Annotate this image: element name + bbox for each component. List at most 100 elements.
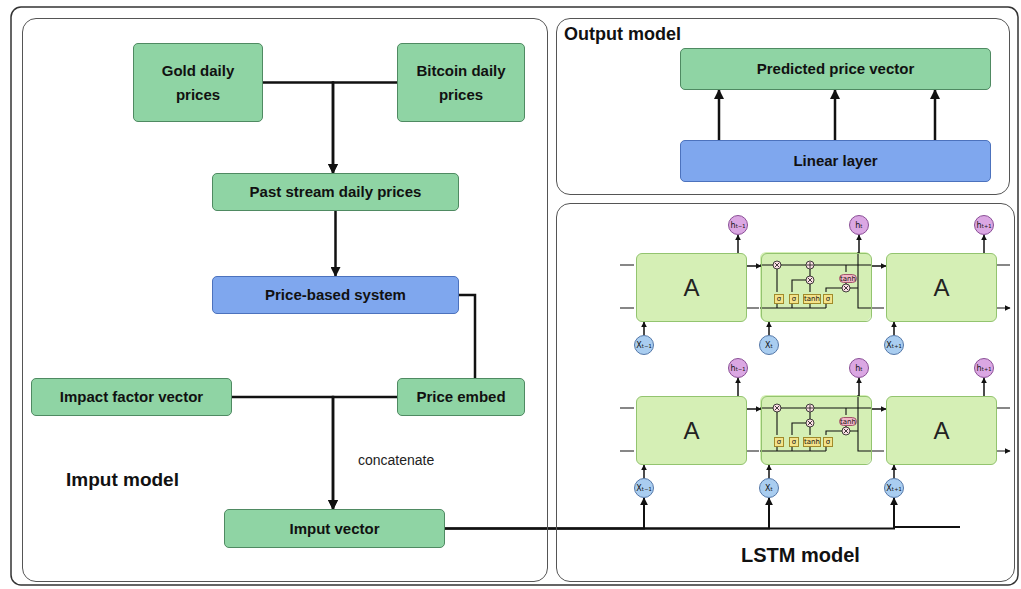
box-label: Imput vector bbox=[289, 517, 379, 540]
connector-arrow bbox=[934, 90, 937, 140]
connector-arrow bbox=[459, 295, 475, 378]
vector-label: Xₜ bbox=[765, 341, 773, 350]
outer-frame bbox=[11, 7, 1018, 585]
input-circle: Xₜ₋₁ bbox=[634, 478, 654, 498]
input-circle: Xₜ₊₁ bbox=[884, 478, 904, 498]
box-label: Price embed bbox=[416, 385, 505, 408]
vector-label: hₜ₋₁ bbox=[731, 221, 746, 230]
gate-layer: tanh bbox=[803, 437, 821, 447]
connector-arrow bbox=[983, 378, 985, 396]
connector-arrow bbox=[983, 235, 985, 253]
bus-line bbox=[893, 526, 960, 528]
vector-label: hₜ₊₁ bbox=[977, 364, 992, 373]
connector-arrow bbox=[893, 322, 895, 335]
lstm-cell-internals bbox=[760, 395, 871, 464]
connector-arrow bbox=[718, 90, 721, 140]
box-label: Price-based system bbox=[265, 283, 406, 306]
connector-arrow bbox=[768, 465, 770, 478]
connector-arrow bbox=[858, 235, 860, 253]
input-circle: Xₜ bbox=[759, 478, 779, 498]
lstm-cell: A bbox=[886, 396, 997, 465]
process-box: Impact factor vector bbox=[31, 378, 232, 416]
gate-layer: σ bbox=[774, 294, 784, 304]
connector-arrow bbox=[263, 83, 333, 174]
hidden-state-circle: hₜ₋₁ bbox=[728, 358, 748, 378]
gate-layer: σ bbox=[823, 437, 833, 447]
lstm-cell: A bbox=[636, 396, 747, 465]
panel-title: LSTM model bbox=[741, 544, 860, 567]
process-box: Past stream daily prices bbox=[212, 173, 459, 211]
hidden-state-circle: hₜ₊₁ bbox=[974, 358, 994, 378]
model-panel: LSTM modelhₜ₋₁hₜhₜ₊₁AσσtanhσtanhAXₜ₋₁XₜX… bbox=[556, 203, 1015, 582]
panel-title: Imput model bbox=[66, 469, 179, 491]
connector-arrow bbox=[643, 322, 645, 335]
gate-layer: tanh bbox=[803, 294, 821, 304]
process-box: Imput vector bbox=[224, 509, 445, 548]
box-label: Predicted price vector bbox=[757, 57, 915, 80]
cell-label: A bbox=[683, 274, 699, 302]
hidden-state-circle: hₜ bbox=[849, 358, 869, 378]
vector-label: Xₜ₋₁ bbox=[636, 341, 651, 350]
gate-layer: σ bbox=[774, 437, 784, 447]
cell-label: A bbox=[933, 274, 949, 302]
box-label: Bitcoin daily prices bbox=[404, 59, 518, 106]
connector-arrow bbox=[737, 235, 739, 253]
box-label: Linear layer bbox=[793, 149, 877, 172]
vector-label: hₜ bbox=[855, 364, 862, 373]
panel-title: Output model bbox=[564, 24, 681, 45]
vector-label: Xₜ₋₁ bbox=[636, 484, 651, 493]
gate-layer: σ bbox=[823, 294, 833, 304]
box-label: Past stream daily prices bbox=[250, 180, 422, 203]
vector-label: hₜ₊₁ bbox=[977, 221, 992, 230]
vector-label: Xₜ₊₁ bbox=[886, 341, 901, 350]
annotation-label: concatenate bbox=[358, 452, 434, 468]
connector-arrow bbox=[232, 397, 333, 509]
cell-label: A bbox=[683, 417, 699, 445]
connector-arrow bbox=[834, 90, 837, 140]
model-panel: Imput model Gold daily prices Bitcoin dail… bbox=[22, 18, 548, 582]
box-label: Gold daily prices bbox=[140, 59, 256, 106]
input-circle: Xₜ bbox=[759, 335, 779, 355]
tanh-activation: tanh bbox=[839, 417, 857, 426]
connector-arrow bbox=[445, 498, 894, 529]
gate-layer: σ bbox=[789, 294, 799, 304]
connector-arrow bbox=[872, 408, 886, 410]
lstm-cell: σσtanhσtanh bbox=[761, 253, 872, 322]
lstm-cell: A bbox=[636, 253, 747, 322]
process-box: Predicted price vector bbox=[680, 48, 991, 90]
process-box: Price embed bbox=[397, 378, 525, 416]
connector-arrow bbox=[334, 211, 337, 276]
model-panel: Output modelPredicted price vectorLinear… bbox=[556, 18, 1010, 195]
lstm-cell: σσtanhσtanh bbox=[761, 396, 872, 465]
connector-arrow bbox=[333, 83, 397, 174]
connector-arrow bbox=[893, 465, 895, 478]
hidden-state-circle: hₜ bbox=[849, 215, 869, 235]
connector-arrow bbox=[747, 265, 761, 267]
vector-label: hₜ bbox=[855, 221, 862, 230]
process-box: Gold daily prices bbox=[133, 43, 263, 122]
hidden-state-circle: hₜ₊₁ bbox=[974, 215, 994, 235]
connector-arrow bbox=[643, 465, 645, 478]
system-box: Price-based system bbox=[212, 276, 459, 314]
connector-arrow bbox=[747, 408, 761, 410]
tanh-activation: tanh bbox=[839, 274, 857, 283]
connector-arrow bbox=[737, 378, 739, 396]
connector-arrow bbox=[445, 498, 644, 529]
connector-arrow bbox=[768, 322, 770, 335]
lstm-cell: A bbox=[886, 253, 997, 322]
cell-label: A bbox=[933, 417, 949, 445]
hidden-state-circle: hₜ₋₁ bbox=[728, 215, 748, 235]
lstm-cell-internals bbox=[760, 252, 871, 321]
system-box: Linear layer bbox=[680, 140, 991, 182]
process-box: Bitcoin daily prices bbox=[397, 43, 525, 122]
vector-label: hₜ₋₁ bbox=[731, 364, 746, 373]
gate-layer: σ bbox=[789, 437, 799, 447]
box-label: Impact factor vector bbox=[60, 385, 203, 408]
vector-label: Xₜ₊₁ bbox=[886, 484, 901, 493]
connector-arrow bbox=[445, 498, 769, 529]
input-circle: Xₜ₋₁ bbox=[634, 335, 654, 355]
vector-label: Xₜ bbox=[765, 484, 773, 493]
input-circle: Xₜ₊₁ bbox=[884, 335, 904, 355]
connector-arrow bbox=[872, 265, 886, 267]
connector-arrow bbox=[858, 378, 860, 396]
